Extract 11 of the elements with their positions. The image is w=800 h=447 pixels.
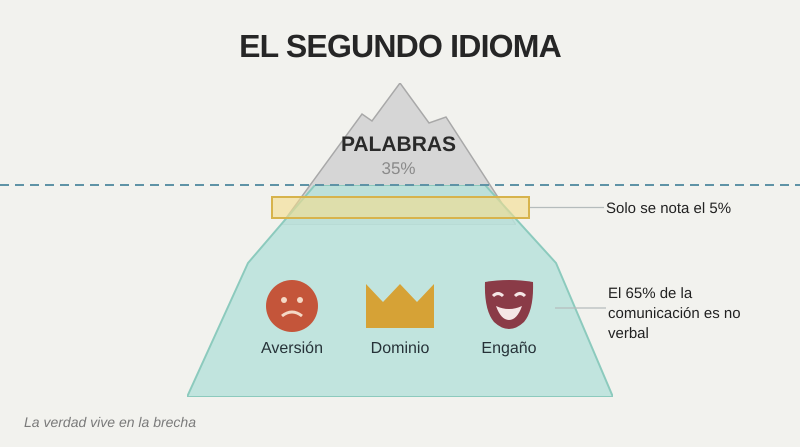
title: EL SEGUNDO IDIOMA — [238, 27, 562, 66]
emotion-label: Engaño — [480, 339, 538, 359]
leader-line — [530, 206, 604, 208]
leader-line — [555, 307, 606, 309]
emotion-label: Aversión — [260, 339, 324, 359]
annotation-text: El 65% de la comunicación es no verbal — [608, 284, 758, 344]
annotation-text: Solo se nota el 5% — [606, 199, 776, 219]
emotion-label: Dominio — [370, 339, 430, 359]
peak-title: PALABRAS — [340, 132, 458, 158]
peak-percent: 35% — [380, 158, 417, 180]
footnote: La verdad vive en la brecha — [24, 413, 196, 432]
